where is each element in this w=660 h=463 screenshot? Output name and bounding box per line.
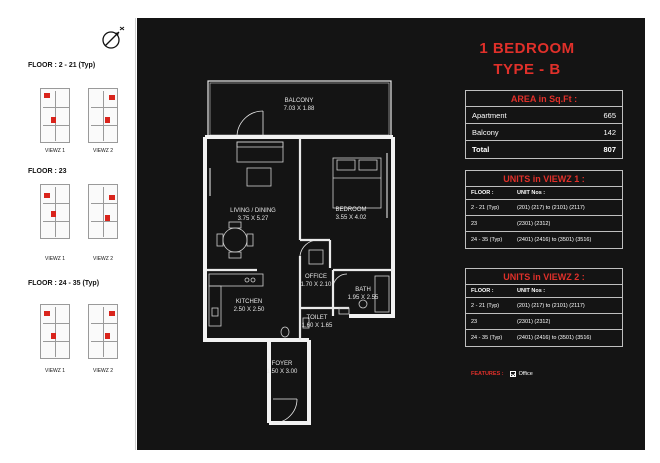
kitchen-counter [208, 273, 264, 327]
bed [332, 157, 382, 209]
floor-cell: 24 - 35 (Typ) [471, 237, 503, 243]
floor-title: FLOOR : 23 [28, 168, 67, 175]
viewz-label: VIEWZ 2 [92, 148, 113, 154]
key-plan-panel: FLOOR : 2 - 21 (Typ) VIEWZ 1 VIEWZ 2 FLO… [12, 18, 136, 450]
col-units: UNIT Nos : [517, 190, 546, 196]
viewz-thumbnail[interactable] [88, 184, 118, 239]
area-label: Total [472, 145, 490, 154]
viewz-thumbnail[interactable] [88, 304, 118, 359]
viewz-label: VIEWZ 1 [44, 256, 65, 262]
viewz-label: VIEWZ 2 [92, 368, 113, 374]
area-value: 142 [603, 127, 616, 137]
col-units: UNIT Nos : [517, 288, 546, 294]
table-row: 23 (2301) (2312) [466, 216, 622, 232]
features-label: FEATURES : [471, 371, 504, 377]
col-floor: FLOOR : [471, 190, 494, 196]
area-heading: AREA in Sq.Ft : [466, 91, 622, 107]
room-name: KITCHEN [236, 299, 262, 305]
room-size: 1.50 X 3.00 [267, 369, 298, 375]
room-name: OFFICE [305, 274, 327, 280]
table-row: 2 - 21 (Typ) (201) (217) to (2101) (2117… [466, 200, 622, 216]
room-size: 7.03 X 1.88 [284, 106, 315, 112]
room-size: 3.55 X 4.02 [336, 215, 367, 221]
toilet-fixtures [280, 317, 310, 338]
viewz-label: VIEWZ 1 [44, 368, 65, 374]
table-row: 24 - 35 (Typ) (2401) (2416) to (3501) (3… [466, 232, 622, 248]
room-size: 2.50 X 2.50 [234, 307, 265, 313]
floor-cell: 24 - 35 (Typ) [471, 335, 503, 341]
room-name: BEDROOM [335, 207, 366, 213]
room-name: FOYER [272, 361, 293, 367]
viewz1-units-table: UNITS in VIEWZ 1 : FLOOR : UNIT Nos : 2 … [465, 170, 623, 249]
viewz2-units-table: UNITS in VIEWZ 2 : FLOOR : UNIT Nos : 2 … [465, 268, 623, 347]
floor-plan-drawing: BALCONY 7.03 X 1.88 LIVING / DINING 3.75… [203, 80, 395, 425]
sofa [236, 141, 284, 163]
viewz1-heading: UNITS in VIEWZ 1 : [466, 171, 622, 187]
floor-cell: 2 - 21 (Typ) [471, 302, 500, 309]
units-cell: (2401) (2416) to (3501) (3516) [517, 335, 592, 341]
area-row: Apartment 665 [466, 107, 622, 124]
area-label: Balcony [472, 127, 499, 137]
col-floor: FLOOR : [471, 288, 494, 294]
unit-type-title: 1 BEDROOM [479, 40, 575, 57]
units-cell: (201) (217) to (2101) (2117) [517, 204, 585, 211]
room-size: 1.70 X 2.10 [301, 282, 332, 288]
floor-plan: BALCONY 7.03 X 1.88 LIVING / DINING 3.75… [137, 18, 409, 450]
area-value: 665 [603, 110, 616, 120]
room-size: 1.95 X 2.55 [348, 295, 379, 301]
office-desk [308, 249, 324, 265]
floor-cell: 23 [471, 318, 478, 325]
checkbox-icon [509, 371, 516, 377]
room-size: 3.75 X 5.27 [238, 216, 269, 222]
room-name: BALCONY [285, 98, 314, 104]
north-arrow-icon [102, 26, 125, 49]
area-table: AREA in Sq.Ft : Apartment 665 Balcony 14… [465, 90, 623, 159]
viewz-thumbnail[interactable] [40, 184, 70, 239]
room-name: BATH [355, 287, 371, 293]
unit-type-subtitle: TYPE - B [493, 61, 561, 78]
features-line: FEATURES : Office [471, 371, 533, 377]
viewz-label: VIEWZ 2 [92, 256, 113, 262]
viewz-label: VIEWZ 1 [44, 148, 65, 154]
floor-title: FLOOR : 24 - 35 (Typ) [28, 280, 100, 287]
room-name: TOILET [307, 315, 328, 321]
table-row: 2 - 21 (Typ) (201) (217) to (2101) (2117… [466, 298, 622, 314]
table-row: 24 - 35 (Typ) (2401) (2416) to (3501) (3… [466, 330, 622, 346]
dining-set [216, 221, 254, 259]
table-row: 23 (2301) (2312) [466, 314, 622, 330]
floor-cell: 2 - 21 (Typ) [471, 204, 500, 211]
door-swings [236, 110, 348, 424]
interior-walls [207, 138, 393, 340]
room-size: 1.60 X 1.65 [302, 323, 333, 329]
units-cell: (2301) (2312) [517, 318, 551, 325]
viewz-thumbnail[interactable] [40, 88, 70, 143]
area-row: Balcony 142 [466, 124, 622, 141]
exterior-walls [203, 135, 395, 425]
bath-fixtures [338, 275, 390, 315]
floor-cell: 23 [471, 220, 478, 227]
unit-info-panel: 1 BEDROOM TYPE - B AREA in Sq.Ft : Apart… [409, 18, 645, 450]
units-cell: (2401) (2416) to (3501) (3516) [517, 237, 592, 243]
viewz-thumbnail[interactable] [88, 88, 118, 143]
viewz-thumbnail[interactable] [40, 304, 70, 359]
floor-title: FLOOR : 2 - 21 (Typ) [28, 62, 96, 69]
area-total-row: Total 807 [466, 141, 622, 158]
area-label: Apartment [472, 110, 507, 120]
viewz2-heading: UNITS in VIEWZ 2 : [466, 269, 622, 285]
room-name: LIVING / DINING [230, 208, 276, 214]
table-header: FLOOR : UNIT Nos : [466, 285, 622, 298]
table-header: FLOOR : UNIT Nos : [466, 187, 622, 200]
area-value: 807 [603, 145, 616, 154]
units-cell: (2301) (2312) [517, 220, 551, 227]
features-value: Office [518, 371, 533, 377]
coffee-table [246, 167, 272, 187]
units-cell: (201) (217) to (2101) (2117) [517, 302, 585, 309]
